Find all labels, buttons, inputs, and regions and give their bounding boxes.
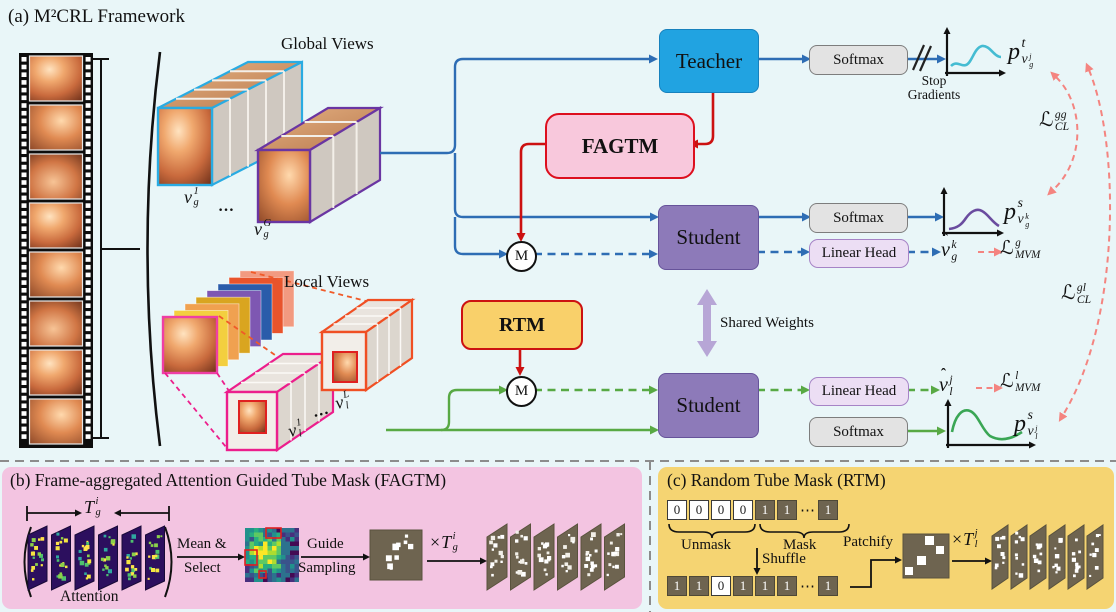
shared-weights-label: Shared Weights — [720, 315, 814, 331]
softmax-box-student-global: Softmax — [809, 203, 908, 233]
bit-cell: 1 — [755, 576, 775, 596]
measure-bracket — [93, 58, 140, 439]
attention-label: Attention — [60, 588, 119, 605]
mean-select-label-top: Mean & — [177, 536, 227, 552]
bit-cell: ⋯ — [800, 502, 815, 519]
student-box-global: Student — [658, 205, 759, 270]
bit-cell: 0 — [711, 576, 731, 596]
flow-arrows-green — [386, 385, 946, 436]
local-view-tube-1 — [223, 351, 337, 453]
attention-paren-right — [164, 526, 173, 598]
attention-paren-left — [23, 526, 32, 598]
aggregated-attention-map — [245, 528, 299, 582]
film-strip — [19, 53, 93, 448]
global-views-label: Global Views — [281, 34, 374, 53]
guided-mask — [369, 529, 423, 581]
local-views-label: Local Views — [284, 272, 370, 291]
global-views-ellipsis: … — [218, 198, 234, 215]
bit-cell: 0 — [667, 500, 687, 520]
linear-head-box-local: Linear Head — [809, 377, 909, 406]
mask-merge-circle-local: M — [506, 376, 537, 407]
fagtm-box: FAGTM — [545, 113, 695, 179]
patchify-arrow — [850, 556, 902, 588]
aggregated-attention-highlights — [244, 527, 282, 579]
fagtm-mask-stack — [486, 523, 625, 591]
shuffle-label: Shuffle — [762, 551, 806, 567]
rtm-bit-braces — [668, 523, 850, 539]
bit-cell: 0 — [689, 500, 709, 520]
student-local-plot — [944, 399, 1036, 449]
patchify-grid — [902, 533, 950, 579]
stop-gradients-label: Stop Gradients — [907, 73, 961, 103]
local-view-stack — [161, 270, 295, 375]
mask-merge-circle-global: M — [506, 241, 537, 272]
bit-cell: 1 — [667, 576, 687, 596]
mean-select-label-bottom: Select — [184, 560, 221, 576]
panel-separators — [0, 460, 1116, 612]
shared-weights-arrow — [697, 289, 717, 357]
bit-cell: 1 — [818, 576, 838, 596]
bit-cell: 1 — [689, 576, 709, 596]
figure-a-title: (a) M²CRL Framework — [8, 6, 186, 27]
attention-maps — [27, 525, 165, 591]
student-box-local: Student — [658, 373, 759, 438]
global-view-cube-1 — [156, 60, 304, 187]
linear-head-box-global: Linear Head — [809, 239, 909, 268]
mask-label: Mask — [783, 537, 817, 553]
contrastive-arrows — [976, 62, 1111, 422]
teacher-output-plot — [943, 27, 1006, 77]
guide-sampling-label-top: Guide — [307, 536, 344, 552]
unmask-label: Unmask — [681, 537, 731, 553]
local-view-tube-2 — [318, 297, 416, 393]
bit-cell: 1 — [777, 500, 797, 520]
group-paren — [146, 51, 162, 447]
global-view-cube-2 — [254, 106, 384, 224]
bit-cell: 1 — [755, 500, 775, 520]
patchify-label: Patchify — [843, 534, 893, 550]
attention-span-arrows — [26, 506, 170, 521]
teacher-box: Teacher — [659, 29, 759, 93]
rtm-box: RTM — [461, 300, 583, 350]
bit-cell: 1 — [733, 576, 753, 596]
student-global-plot — [940, 187, 1004, 237]
softmax-box-student-local: Softmax — [809, 417, 908, 447]
panel-b-title: (b) Frame-aggregated Attention Guided Tu… — [10, 470, 447, 490]
softmax-box-teacher: Softmax — [809, 45, 908, 75]
rtm-mask-stack — [991, 524, 1104, 590]
bit-cell: 0 — [733, 500, 753, 520]
stop-gradient-slashes — [911, 44, 933, 72]
bit-cell: 0 — [711, 500, 731, 520]
flow-arrows-blue — [380, 54, 946, 259]
guide-sampling-label-bottom: Sampling — [298, 560, 356, 576]
bit-cell: 1 — [777, 576, 797, 596]
bit-cell: 1 — [818, 500, 838, 520]
bit-cell: ⋯ — [800, 578, 815, 595]
panel-c-title: (c) Random Tube Mask (RTM) — [667, 470, 886, 490]
